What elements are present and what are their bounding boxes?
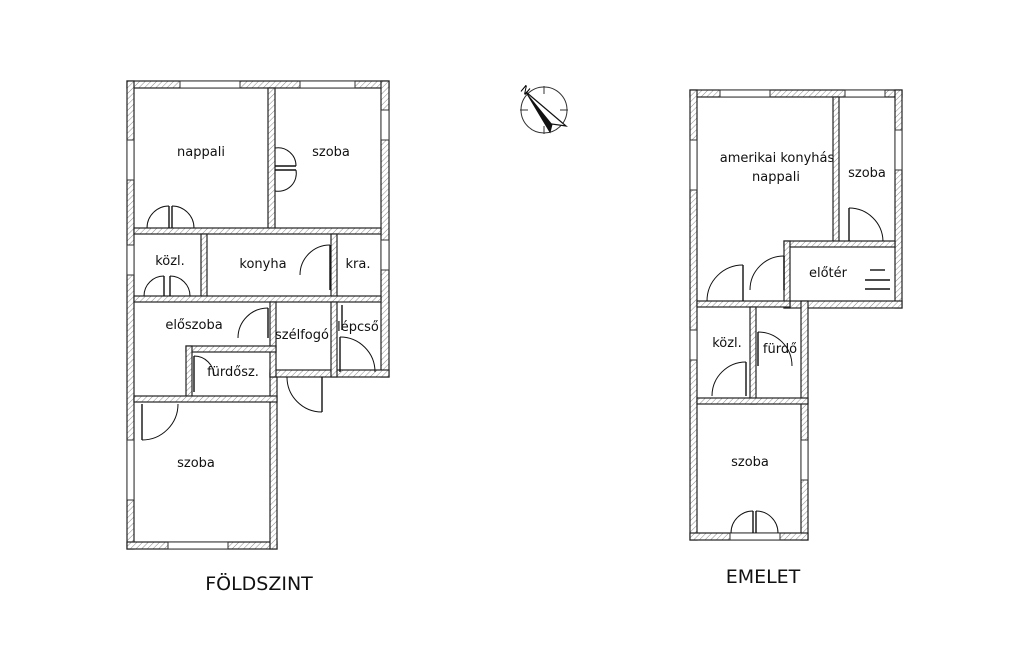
ground-floor-title: FÖLDSZINT xyxy=(205,572,313,595)
room-label-szoba-top: szoba xyxy=(848,166,886,181)
room-label-kamra: kra. xyxy=(346,257,371,272)
ground-floor-doors xyxy=(141,147,376,441)
room-label-furdosz: fürdősz. xyxy=(207,365,259,380)
upper-floor-walls xyxy=(689,89,903,541)
room-label-szoba-top: szoba xyxy=(312,145,350,160)
room-label-nappali-line2: nappali xyxy=(752,170,800,185)
room-label-konyha: konyha xyxy=(239,257,286,272)
upper-floor-doors xyxy=(706,207,890,534)
room-label-furdo: fürdő xyxy=(763,342,797,357)
room-label-nappali: nappali xyxy=(177,145,225,160)
upper-floor-windows xyxy=(689,89,903,541)
ground-floor-windows xyxy=(126,80,390,550)
ground-floor-plan: nappali szoba közl. konyha kra. előszoba… xyxy=(126,80,390,595)
room-label-kozl: közl. xyxy=(712,336,742,351)
room-label-nappali-line1: amerikai konyhás xyxy=(720,151,835,166)
room-label-lepcso: lépcső xyxy=(337,320,379,335)
room-label-eloszoba: előszoba xyxy=(165,318,222,333)
room-label-szelfogo: szélfogó xyxy=(275,328,329,343)
upper-floor-title: EMELET xyxy=(726,566,801,588)
compass-icon: N xyxy=(518,83,568,134)
upper-floor-plan: amerikai konyhás nappali szoba előtér kö… xyxy=(689,89,903,588)
room-label-eloter: előtér xyxy=(809,266,848,281)
room-label-kozl: közl. xyxy=(155,254,185,269)
upper-floor-room-labels: amerikai konyhás nappali szoba előtér kö… xyxy=(712,151,886,470)
room-label-szoba-bottom: szoba xyxy=(177,456,215,471)
ground-floor-room-labels: nappali szoba közl. konyha kra. előszoba… xyxy=(155,145,379,471)
room-label-szoba-bottom: szoba xyxy=(731,455,769,470)
